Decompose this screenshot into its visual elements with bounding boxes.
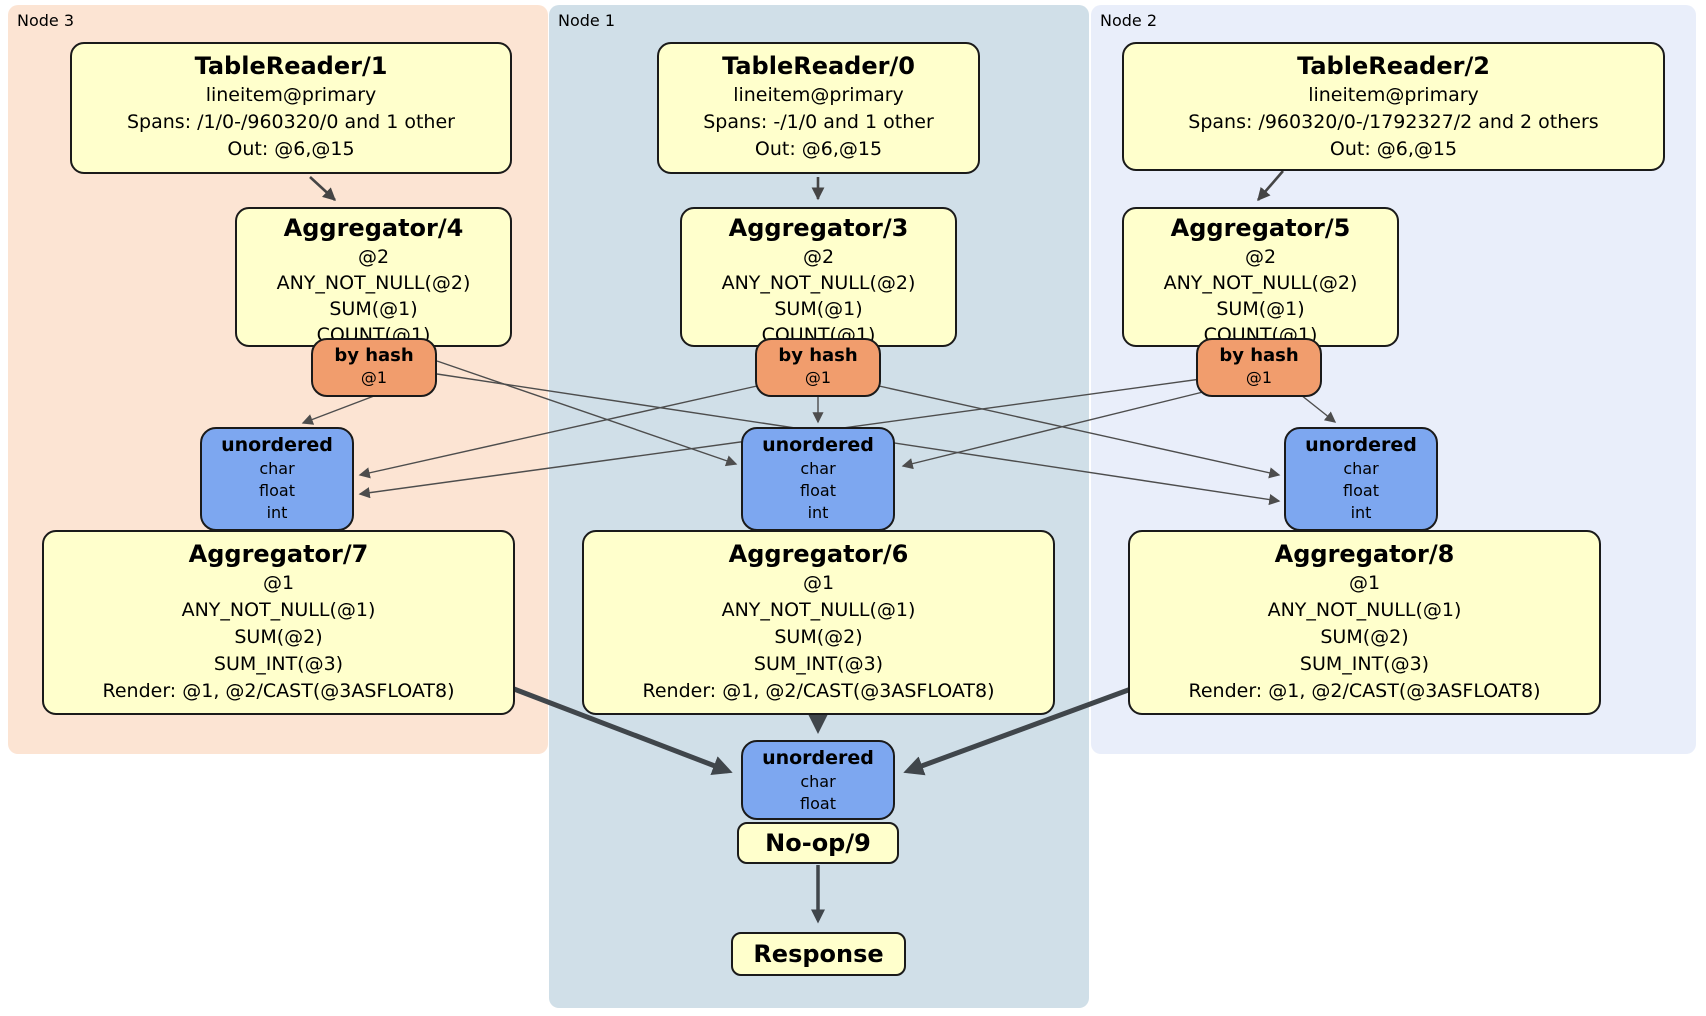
sync-detail: char (259, 459, 295, 478)
node-detail: SUM(@1) (329, 298, 418, 320)
sync-title: unordered (762, 747, 874, 769)
response-box: Response (731, 932, 906, 976)
node-detail: SUM(@2) (1320, 626, 1409, 648)
node-title: Aggregator/4 (283, 214, 464, 242)
node-detail: Out: @6,@15 (1329, 138, 1458, 160)
sync-unordered-node3: unordered char float int (200, 427, 354, 531)
node-detail: Spans: /1/0-/960320/0 and 1 other (127, 111, 455, 133)
sync-detail: int (807, 503, 829, 522)
node-detail: ANY_NOT_NULL(@1) (1267, 599, 1462, 621)
node-detail: Spans: /960320/0-/1792327/2 and 2 others (1188, 111, 1599, 133)
router-by-hash-node2: by hash @1 (1196, 338, 1322, 397)
node-detail: ANY_NOT_NULL(@1) (721, 599, 916, 621)
node-detail: lineitem@primary (1308, 84, 1479, 106)
node-detail: Out: @6,@15 (754, 138, 883, 160)
sync-detail: float (1343, 481, 1379, 500)
node-title: Aggregator/5 (1170, 214, 1351, 242)
sync-detail: int (266, 503, 288, 522)
processor-aggregator-5: Aggregator/5 @2 ANY_NOT_NULL(@2) SUM(@1)… (1122, 207, 1399, 347)
node-title: Response (753, 940, 884, 968)
node-detail: Render: @1, @2/CAST(@3ASFLOAT8) (1188, 680, 1541, 702)
panel-node-3-label: Node 3 (17, 11, 75, 30)
sync-detail: char (800, 772, 836, 791)
processor-aggregator-4: Aggregator/4 @2 ANY_NOT_NULL(@2) SUM(@1)… (235, 207, 512, 347)
node-detail: @2 (357, 246, 390, 268)
node-title: Aggregator/7 (188, 540, 369, 568)
panel-node-1-label: Node 1 (558, 11, 616, 30)
node-detail: Render: @1, @2/CAST(@3ASFLOAT8) (102, 680, 455, 702)
node-detail: @2 (802, 246, 835, 268)
node-title: Aggregator/6 (728, 540, 909, 568)
node-detail: SUM_INT(@3) (753, 653, 884, 675)
node-detail: Spans: -/1/0 and 1 other (703, 111, 934, 133)
node-detail: @1 (802, 572, 835, 594)
processor-aggregator-6: Aggregator/6 @1 ANY_NOT_NULL(@1) SUM(@2)… (582, 530, 1055, 715)
node-detail: SUM(@1) (774, 298, 863, 320)
node-title: TableReader/0 (722, 52, 915, 80)
node-detail: ANY_NOT_NULL(@2) (721, 272, 916, 294)
node-detail: lineitem@primary (205, 84, 377, 106)
router-by-hash-node3: by hash @1 (311, 338, 437, 397)
node-detail: Out: @6,@15 (227, 138, 355, 160)
node-detail: SUM_INT(@3) (213, 653, 344, 675)
sync-detail: float (800, 794, 836, 813)
node-detail: ANY_NOT_NULL(@2) (1163, 272, 1358, 294)
node-detail: ANY_NOT_NULL(@1) (181, 599, 376, 621)
processor-noop-9: No-op/9 (737, 822, 899, 864)
node-detail: @2 (1244, 246, 1277, 268)
sync-unordered-node1: unordered char float int (741, 427, 895, 531)
node-title: No-op/9 (765, 829, 871, 857)
sync-title: unordered (1305, 434, 1417, 456)
sync-detail: char (1343, 459, 1379, 478)
sync-title: unordered (762, 434, 874, 456)
router-title: by hash (334, 345, 414, 366)
node-title: Aggregator/3 (728, 214, 909, 242)
sync-unordered-final: unordered char float (741, 740, 895, 820)
node-detail: ANY_NOT_NULL(@2) (276, 272, 471, 294)
node-detail: SUM(@2) (774, 626, 863, 648)
node-detail: @1 (1348, 572, 1381, 594)
node-detail: lineitem@primary (733, 84, 904, 106)
node-detail: @1 (262, 572, 295, 594)
panel-node-2-label: Node 2 (1100, 11, 1158, 30)
processor-aggregator-8: Aggregator/8 @1 ANY_NOT_NULL(@1) SUM(@2)… (1128, 530, 1601, 715)
sync-detail: char (800, 459, 836, 478)
node-detail: SUM_INT(@3) (1299, 653, 1430, 675)
sync-detail: int (1350, 503, 1372, 522)
router-title: by hash (1219, 345, 1299, 366)
node-detail: SUM(@2) (234, 626, 323, 648)
node-title: TableReader/1 (194, 52, 388, 80)
node-detail: SUM(@1) (1216, 298, 1305, 320)
router-detail: @1 (1245, 368, 1273, 387)
node-detail: Render: @1, @2/CAST(@3ASFLOAT8) (642, 680, 995, 702)
processor-tablereader-1: TableReader/1 lineitem@primary Spans: /1… (70, 42, 512, 174)
router-title: by hash (778, 345, 858, 366)
processor-tablereader-2: TableReader/2 lineitem@primary Spans: /9… (1122, 42, 1665, 171)
node-title: Aggregator/8 (1274, 540, 1455, 568)
router-detail: @1 (804, 368, 832, 387)
processor-aggregator-3: Aggregator/3 @2 ANY_NOT_NULL(@2) SUM(@1)… (680, 207, 957, 347)
sync-detail: float (259, 481, 295, 500)
router-detail: @1 (360, 368, 388, 387)
sync-unordered-node2: unordered char float int (1284, 427, 1438, 531)
router-by-hash-node1: by hash @1 (755, 338, 881, 397)
processor-tablereader-0: TableReader/0 lineitem@primary Spans: -/… (657, 42, 980, 174)
sync-detail: float (800, 481, 836, 500)
sync-title: unordered (221, 434, 333, 456)
processor-aggregator-7: Aggregator/7 @1 ANY_NOT_NULL(@1) SUM(@2)… (42, 530, 515, 715)
node-title: TableReader/2 (1297, 52, 1490, 80)
